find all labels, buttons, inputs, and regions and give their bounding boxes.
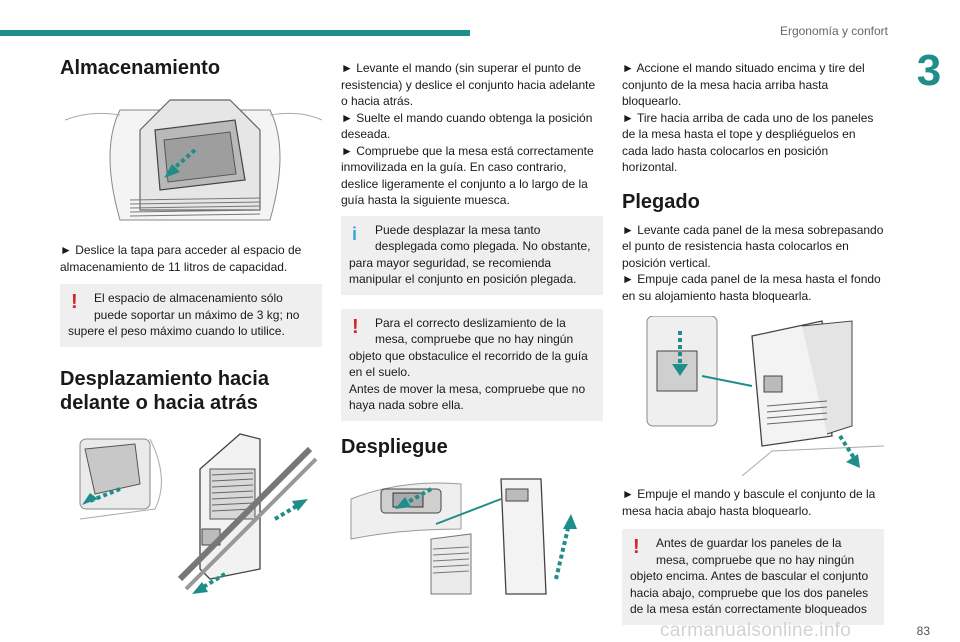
page-number: 83 [916, 624, 930, 638]
warning-icon: ! [71, 291, 78, 313]
move-step-1: ► Levante el mando (sin superar el punto… [341, 61, 596, 108]
move-info-rest: para mayor seguridad, se recomienda mani… [349, 255, 577, 287]
header-accent-bar [0, 30, 470, 36]
fold-step-2: ► Empuje cada panel de la mesa hasta el … [622, 272, 881, 303]
unfold-illustration [341, 469, 603, 599]
section-title: Ergonomía y confort [779, 24, 888, 38]
fold-warning-first: Antes de guardar los paneles de la mesa,… [656, 536, 855, 567]
storage-step: ► Deslice la tapa para acceder al espaci… [60, 243, 302, 274]
move-info-note: i Puede desplazar la mesa tanto desplega… [341, 215, 603, 295]
fold-step-3: ► Empuje el mando y bascule el conjunto … [622, 487, 876, 518]
column-3: ► Accione el mando situado encima y tire… [622, 54, 885, 625]
column-1: Almacenamiento ► Deslice la tapa para ac… [60, 54, 323, 599]
heading-unfold: Despliegue [341, 435, 448, 458]
unfold-step-2: ► Tire hacia arriba de cada uno de los p… [622, 110, 874, 175]
heading-move: Desplazamiento hacia delante o hacia atr… [60, 367, 269, 414]
fold-warning-rest: objeto encima. Antes de bascular el conj… [630, 569, 869, 616]
fold-step-1: ► Levante cada panel de la mesa sobrepas… [622, 222, 884, 270]
info-icon: i [352, 223, 358, 244]
move-step-3: ► Compruebe que la mesa está correctamen… [341, 143, 594, 208]
watermark: carmanualsonline.info [660, 620, 852, 641]
chapter-number: 3 [898, 40, 960, 102]
storage-warning-rest: supere el peso máximo cuando lo utilice. [68, 324, 285, 338]
heading-storage: Almacenamiento [60, 57, 221, 79]
move-illustration [60, 429, 322, 599]
warning-icon: ! [633, 536, 640, 558]
move-warning-rest: objeto que obstaculice el recorrido de l… [349, 348, 588, 380]
storage-warning: ! El espacio de almacenamiento sólo pued… [60, 284, 322, 347]
unfold-step-1: ► Accione el mando situado encima y tire… [622, 61, 865, 108]
fold-illustration [622, 315, 885, 477]
heading-fold: Plegado [622, 190, 700, 213]
storage-warning-first: El espacio de almacenamiento sólo puede … [94, 291, 300, 322]
warning-icon: ! [352, 315, 359, 338]
move-step-2: ► Suelte el mando cuando obtenga la posi… [341, 110, 593, 142]
move-warning-note: ! Para el correcto deslizamiento de la m… [341, 308, 603, 421]
column-2: ► Levante el mando (sin superar el punto… [341, 54, 603, 599]
move-warning-extra: Antes de mover la mesa, compruebe que no… [349, 381, 586, 413]
fold-warning-note: ! Antes de guardar los paneles de la mes… [622, 529, 884, 625]
move-info-first: Puede desplazar la mesa tanto desplegada… [375, 222, 591, 254]
storage-illustration [60, 90, 323, 230]
move-warning-first: Para el correcto deslizamiento de la mes… [375, 315, 574, 347]
